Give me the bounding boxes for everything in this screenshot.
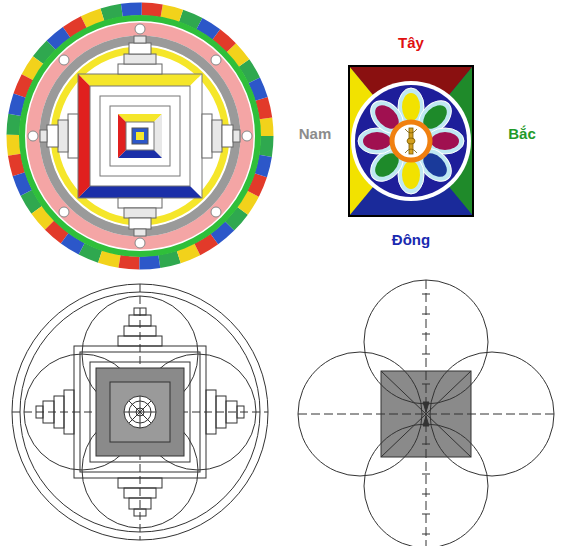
- direction-label: Nam: [299, 126, 332, 143]
- line-mandala: [12, 284, 268, 540]
- color-mandala: [13, 9, 267, 263]
- lotus-square: [349, 66, 473, 216]
- construction-diagram: [298, 280, 554, 546]
- direction-label: Đông: [392, 232, 430, 249]
- direction-label: Bắc: [508, 126, 536, 143]
- direction-label: Tây: [398, 35, 424, 52]
